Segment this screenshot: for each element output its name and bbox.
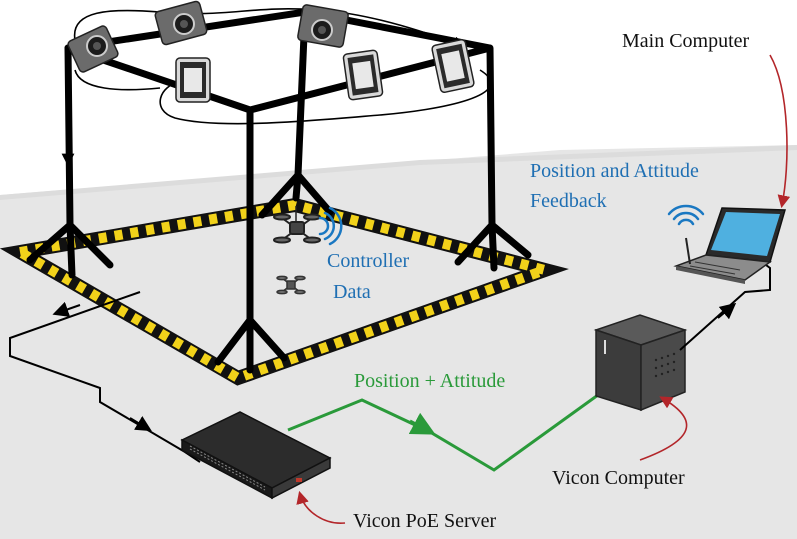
vicon-camera-3 <box>297 4 349 48</box>
vicon-camera-5 <box>342 49 384 101</box>
label-arrows <box>296 54 791 524</box>
hazard-tape-boundary <box>0 197 569 386</box>
main-computer-laptop <box>673 207 786 284</box>
vicon-computer-tower <box>593 314 688 412</box>
label-position-attitude: Position + Attitude <box>354 370 506 392</box>
label-main-computer: Main Computer <box>622 30 750 52</box>
feedback-wireless-icon <box>667 204 705 226</box>
quadcopter-drone-1 <box>273 206 321 244</box>
label-feedback-line1: Position and Attitude <box>530 160 699 182</box>
label-controller-data-line2: Data <box>333 281 371 303</box>
vicon-camera-1 <box>67 25 119 73</box>
floor-far-wall-edge <box>0 145 797 200</box>
vicon-camera-6 <box>431 38 475 94</box>
vicon-camera-2 <box>154 0 208 46</box>
vicon-camera-4 <box>175 57 211 103</box>
vicon-poe-server <box>180 411 332 500</box>
label-vicon-poe-server: Vicon PoE Server <box>353 510 497 532</box>
camera-cables <box>61 8 492 167</box>
vicon-to-main-cable <box>679 261 771 351</box>
label-feedback-line2: Feedback <box>530 190 607 212</box>
label-vicon-computer: Vicon Computer <box>552 467 685 489</box>
label-controller-data-line1: Controller <box>327 250 410 272</box>
position-attitude-link <box>287 393 599 472</box>
quadcopter-drone-2 <box>276 275 306 295</box>
controller-wireless-icon <box>318 206 343 246</box>
